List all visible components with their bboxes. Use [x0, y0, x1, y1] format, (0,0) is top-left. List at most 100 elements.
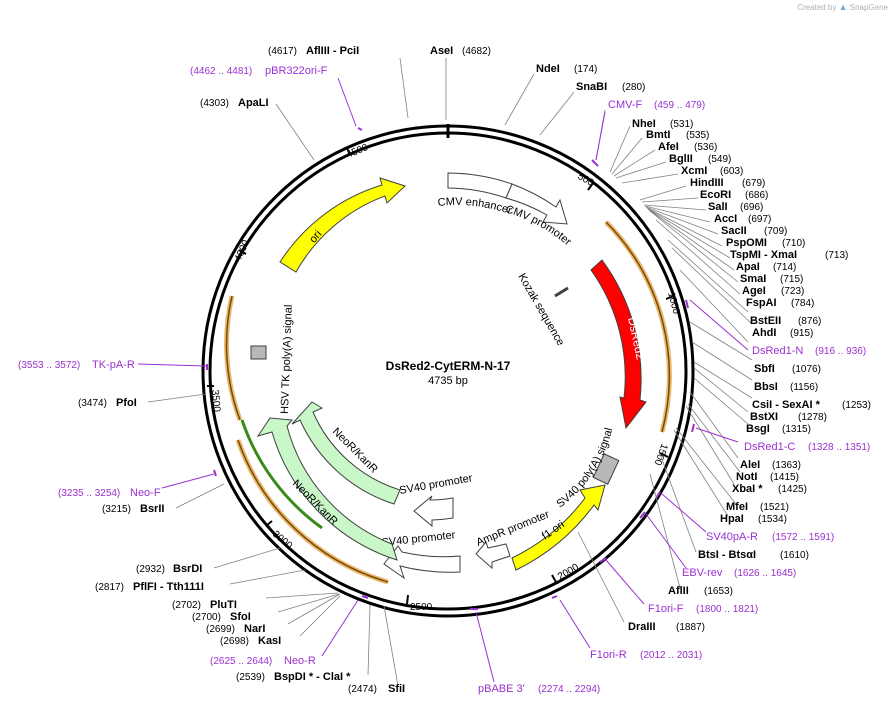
- enzyme-name[interactable]: NheI: [632, 118, 656, 130]
- enzyme-pos: (1363): [772, 460, 801, 471]
- svg-text:CMV enhancer: CMV enhancer: [437, 196, 514, 217]
- feature-cmv-enhancer[interactable]: [447, 172, 513, 199]
- enzyme-name[interactable]: NotI: [736, 471, 757, 483]
- enzyme-pos: (535): [686, 130, 709, 141]
- primer-name[interactable]: pBR322ori-F: [265, 65, 328, 77]
- enzyme-pos: (2539): [236, 672, 265, 683]
- enzyme-name[interactable]: PfoI: [116, 397, 137, 409]
- enzyme-name[interactable]: NarI: [244, 623, 265, 635]
- primer-name[interactable]: pBABE 3': [478, 683, 525, 695]
- enzyme-pos: (1253): [842, 400, 871, 411]
- enzyme-name[interactable]: SfoI: [230, 611, 251, 623]
- primer-name[interactable]: CMV-F: [608, 99, 643, 111]
- plasmid-length: 4735 bp: [428, 375, 468, 387]
- enzyme-name[interactable]: BsrII: [140, 503, 164, 515]
- primer-name[interactable]: EBV-rev: [682, 567, 723, 579]
- label-kozak: Kozak sequence: [515, 272, 566, 348]
- feature-sv40-promoter-2[interactable]: [383, 545, 461, 580]
- enzyme-pos: (1653): [704, 586, 733, 597]
- feature-ori[interactable]: [279, 177, 406, 273]
- feature-cmv-promoter[interactable]: [505, 183, 568, 225]
- enzyme-name[interactable]: BstEII: [750, 315, 781, 327]
- enzyme-name[interactable]: XbaI *: [732, 483, 763, 495]
- enzyme-name[interactable]: AflII: [668, 585, 689, 597]
- feature-dsred2[interactable]: [590, 259, 647, 430]
- enzyme-name[interactable]: SbfI: [754, 363, 775, 375]
- enzyme-name[interactable]: BglII: [669, 153, 693, 165]
- enzyme-pos: (2702): [172, 600, 201, 611]
- enzyme-name[interactable]: AfeI: [658, 141, 679, 153]
- enzyme-labels: (4617) AflIII - PciI AseI (4682) NdeI (1…: [78, 45, 871, 695]
- enzyme-name[interactable]: XcmI: [681, 165, 707, 177]
- enzyme-pos: (2698): [220, 636, 249, 647]
- enzyme-pos: (710): [782, 238, 805, 249]
- enzyme-name[interactable]: TspMI - XmaI: [730, 249, 797, 261]
- enzyme-name[interactable]: AflIII - PciI: [306, 45, 359, 57]
- enzyme-name[interactable]: SalI: [708, 201, 728, 213]
- enzyme-name[interactable]: KasI: [258, 635, 281, 647]
- enzyme-name[interactable]: AgeI: [742, 285, 766, 297]
- label-sv40-promoter-1: SV40 promoter: [398, 472, 473, 497]
- enzyme-name[interactable]: HindIII: [690, 177, 724, 189]
- leader-lines: [147, 57, 753, 687]
- feature-ampr-promoter[interactable]: [475, 540, 511, 570]
- feature-neokanr-2[interactable]: [256, 417, 398, 561]
- primer-range: (2274 .. 2294): [538, 684, 600, 695]
- enzyme-pos: (709): [764, 226, 787, 237]
- feature-kozak[interactable]: [554, 286, 569, 298]
- primer-name[interactable]: SV40pA-R: [706, 531, 758, 543]
- enzyme-name[interactable]: BsgI: [746, 423, 770, 435]
- enzyme-name[interactable]: PspOMI: [726, 237, 767, 249]
- enzyme-name[interactable]: MfeI: [726, 501, 748, 513]
- enzyme-name[interactable]: BmtI: [646, 129, 670, 141]
- enzyme-pos: (1278): [798, 412, 827, 423]
- feature-neokanr-1[interactable]: [291, 401, 401, 505]
- enzyme-name[interactable]: SfiI: [388, 683, 405, 695]
- enzyme-name[interactable]: ApaI: [736, 261, 760, 273]
- primer-name[interactable]: TK-pA-R: [92, 359, 135, 371]
- enzyme-name[interactable]: DraIII: [628, 621, 656, 633]
- enzyme-name[interactable]: AhdI: [752, 327, 776, 339]
- primer-name[interactable]: DsRed1-N: [752, 345, 803, 357]
- enzyme-pos: (784): [791, 298, 814, 309]
- enzyme-name[interactable]: AseI: [430, 45, 453, 57]
- enzyme-pos: (697): [748, 214, 771, 225]
- enzyme-name[interactable]: ApaLI: [238, 97, 269, 109]
- enzyme-pos: (2817): [95, 582, 124, 593]
- feature-sv40-polya[interactable]: [592, 453, 620, 485]
- label-hsv-tk: HSV TK poly(A) signal: [279, 305, 295, 415]
- feature-f1-ori[interactable]: [511, 484, 606, 571]
- feature-hsv-tk-polya[interactable]: [250, 345, 267, 360]
- primer-name[interactable]: F1ori-F: [648, 603, 684, 615]
- enzyme-name[interactable]: PflFI - Tth111I: [133, 581, 204, 593]
- feature-sv40-promoter-1[interactable]: [413, 495, 454, 528]
- enzyme-name[interactable]: HpaI: [720, 513, 744, 525]
- enzyme-name[interactable]: EcoRI: [700, 189, 731, 201]
- enzyme-name[interactable]: PluTI: [210, 599, 237, 611]
- enzyme-name[interactable]: SmaI: [740, 273, 766, 285]
- enzyme-name[interactable]: BspDI * - ClaI *: [274, 671, 351, 683]
- enzyme-pos: (1315): [782, 424, 811, 435]
- neo-orf-highlight-green: [240, 419, 323, 530]
- enzyme-name[interactable]: NdeI: [536, 63, 560, 75]
- enzyme-name[interactable]: SacII: [721, 225, 747, 237]
- enzyme-name[interactable]: FspAI: [746, 297, 777, 309]
- primer-range: (4462 .. 4481): [190, 66, 252, 77]
- enzyme-name[interactable]: BtsI - BtsαI: [698, 549, 756, 561]
- primer-name[interactable]: DsRed1-C: [744, 441, 795, 453]
- enzyme-name[interactable]: BstXI: [750, 411, 778, 423]
- enzyme-pos: (2700): [192, 612, 221, 623]
- enzyme-name[interactable]: SnaBI: [576, 81, 607, 93]
- enzyme-name[interactable]: AleI: [740, 459, 760, 471]
- tick-4000: 4000: [233, 238, 253, 263]
- primer-name[interactable]: Neo-R: [284, 655, 316, 667]
- enzyme-name[interactable]: BsrDI: [173, 563, 202, 575]
- primer-name[interactable]: F1ori-R: [590, 649, 627, 661]
- enzyme-name[interactable]: CsiI - SexAI *: [752, 399, 821, 411]
- enzyme-pos: (4682): [462, 46, 491, 57]
- enzyme-name[interactable]: AccI: [714, 213, 737, 225]
- enzyme-pos: (1887): [676, 622, 705, 633]
- primer-name[interactable]: Neo-F: [130, 487, 161, 499]
- enzyme-name[interactable]: BbsI: [754, 381, 778, 393]
- enzyme-pos: (2474): [348, 684, 377, 695]
